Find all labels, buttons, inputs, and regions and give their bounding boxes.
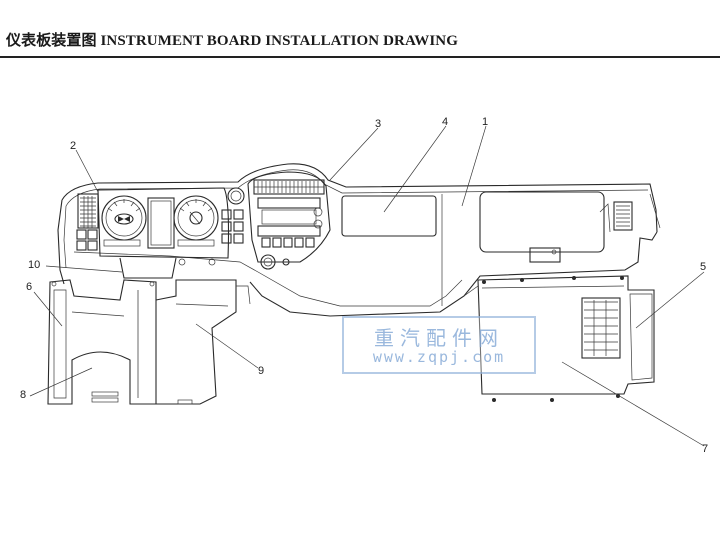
top-center-grille-icon	[253, 179, 325, 195]
dashboard-top-inner	[65, 169, 649, 207]
watermark-url: www.zqpj.com	[372, 348, 506, 366]
console-knob-icon	[260, 254, 276, 270]
callout-3: 3	[375, 118, 381, 130]
cluster-lower-label-left	[103, 239, 141, 247]
right-side-panel	[629, 293, 653, 381]
cluster-hood	[97, 187, 230, 259]
callout-10: 10	[28, 259, 40, 271]
watermark-chinese: 重汽配件网	[374, 326, 504, 350]
glovebox-latch	[529, 247, 561, 263]
glovebox-large-opening	[479, 191, 605, 253]
center-lower-panel-outline	[155, 279, 237, 405]
drawing-title: 仪表板装置图 INSTRUMENT BOARD INSTALLATION DRA…	[6, 33, 458, 49]
right-lower-vent-icon	[581, 297, 621, 359]
leader-1	[461, 125, 487, 207]
console-switch-row	[261, 237, 315, 248]
leader-5	[635, 271, 705, 329]
watermark-badge: 重汽配件网 www.zqpj.com	[342, 316, 536, 374]
speedometer-gauge	[101, 195, 147, 241]
leader-9	[195, 323, 259, 369]
callout-5: 5	[700, 261, 706, 273]
callout-7: 7	[702, 443, 708, 455]
callout-1: 1	[482, 116, 488, 128]
leader-8	[29, 367, 93, 397]
dashboard-left-edge	[57, 199, 65, 285]
callout-4: 4	[442, 116, 448, 128]
steering-column-cover	[119, 257, 177, 279]
center-display	[147, 197, 175, 249]
dashboard-lower-edge	[73, 251, 463, 307]
header-rule	[0, 56, 720, 58]
left-footrest-slot	[91, 391, 119, 397]
center-switch-column	[221, 209, 244, 244]
callout-6: 6	[26, 281, 32, 293]
leader-6	[33, 291, 63, 327]
left-lower-panel-outline	[47, 279, 157, 405]
left-lower-panel-inner	[53, 289, 67, 399]
leader-2	[75, 149, 99, 193]
cluster-lower-label-right	[177, 239, 215, 247]
glovebox-small-opening	[341, 195, 437, 237]
callout-9: 9	[258, 365, 264, 377]
tachometer-gauge	[173, 195, 219, 241]
right-vent-icon	[613, 201, 633, 231]
leader-10	[45, 265, 123, 273]
leader-7	[561, 361, 705, 447]
left-grille-icon	[77, 193, 99, 229]
right-lower-panel-outline	[477, 275, 655, 395]
dashboard-top-outline	[61, 163, 658, 233]
left-switches	[76, 229, 98, 251]
leader-3	[329, 127, 379, 181]
leader-4	[383, 125, 447, 213]
callout-8: 8	[20, 389, 26, 401]
radio-slot	[257, 197, 321, 209]
dashboard-right-end	[249, 231, 658, 317]
round-knob-icon	[227, 187, 245, 205]
callout-2: 2	[70, 140, 76, 152]
